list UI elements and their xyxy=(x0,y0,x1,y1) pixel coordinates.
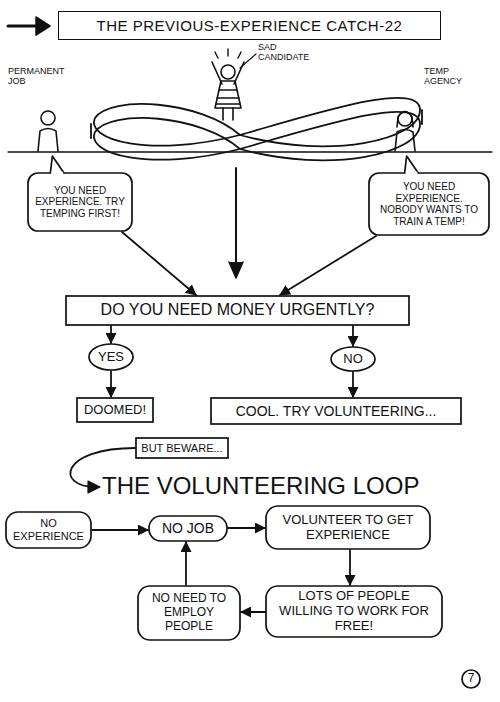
rounded-outline xyxy=(138,586,240,640)
warning-tab: BUT BEWARE... xyxy=(135,437,229,459)
rounded-outline xyxy=(6,512,91,548)
flow-arrow-head xyxy=(229,262,243,278)
oval-outline xyxy=(462,670,480,688)
candidate-dress xyxy=(215,81,241,108)
flow-arrow xyxy=(235,168,237,274)
pointer-arrow-head xyxy=(36,17,50,35)
node-text: NO NEED TO EMPLOY PEOPLE xyxy=(142,592,236,633)
bubble-tail-gap xyxy=(406,172,418,175)
flow-connector xyxy=(122,232,196,295)
node-text: BUT BEWARE... xyxy=(141,442,222,455)
rounded-outline xyxy=(266,506,430,549)
bubble-outline xyxy=(369,173,489,235)
rounded-outline xyxy=(149,516,227,541)
node-text: DO YOU NEED MONEY URGENTLY? xyxy=(101,301,375,319)
loop-step: NO NEED TO EMPLOY PEOPLE xyxy=(137,585,241,641)
flow-connector xyxy=(92,529,148,531)
section-heading: THE VOLUNTEERING LOOP xyxy=(102,472,494,500)
outcome-box: DOOMED! xyxy=(76,397,154,423)
person-body xyxy=(395,130,415,152)
loop-step: NO EXPERIENCE xyxy=(5,511,92,549)
person-hair xyxy=(397,112,413,128)
loop-step: VOLUNTEER TO GET EXPERIENCE xyxy=(265,505,431,550)
oval-outline xyxy=(331,347,375,371)
answer-oval: NO xyxy=(330,346,376,372)
figure-label: SAD CANDIDATE xyxy=(258,42,320,63)
bubble-outline xyxy=(28,173,132,231)
dress-stripes xyxy=(216,90,240,104)
rounded-outline xyxy=(266,586,442,637)
node-text: LOTS OF PEOPLE WILLING TO WORK FOR FREE! xyxy=(270,589,438,634)
node-text: NO xyxy=(343,352,363,367)
oval-outline xyxy=(89,344,133,370)
flow-connector xyxy=(352,326,354,346)
node-text: COOL. TRY VOLUNTEERING... xyxy=(236,403,437,419)
node-text: DOOMED! xyxy=(84,403,146,418)
answer-oval: YES xyxy=(88,343,134,371)
infinity-loop-edge xyxy=(94,112,420,161)
flow-connector xyxy=(280,236,376,295)
node-text: NO JOB xyxy=(162,520,214,536)
flow-connector xyxy=(352,372,354,397)
loop-step: LOTS OF PEOPLE WILLING TO WORK FOR FREE! xyxy=(265,585,443,638)
box-outline xyxy=(66,296,409,325)
title-box: THE PREVIOUS-EXPERIENCE CATCH-22 xyxy=(58,11,441,40)
loop-step: NO JOB xyxy=(148,515,228,542)
person-body xyxy=(38,129,58,152)
box-outline xyxy=(136,438,228,458)
flow-connector xyxy=(349,550,351,585)
loop-side xyxy=(91,110,422,138)
node-text: 7 xyxy=(468,672,475,686)
figure-label: TEMP AGENCY xyxy=(424,66,480,87)
bubble-tail xyxy=(405,156,419,174)
speech-bubble: YOU NEED EXPERIENCE. NOBODY WANTS TO TRA… xyxy=(368,172,490,236)
node-text: VOLUNTEER TO GET EXPERIENCE xyxy=(270,513,426,543)
flow-connector xyxy=(241,611,265,613)
flow-connector xyxy=(185,542,187,585)
candidate-legs xyxy=(223,108,233,120)
node-text: YOU NEED EXPERIENCE. NOBODY WANTS TO TRA… xyxy=(373,181,485,227)
node-text: NO EXPERIENCE xyxy=(10,517,87,542)
flow-connector xyxy=(110,371,112,397)
bubble-tail xyxy=(50,156,64,174)
person-head xyxy=(398,112,412,126)
node-text: YOU NEED EXPERIENCE. TRY TEMPING FIRST! xyxy=(32,185,128,220)
flow-connector xyxy=(228,527,265,529)
page-number: 7 xyxy=(461,669,481,689)
candidate-head xyxy=(221,65,235,79)
flow-connector xyxy=(110,326,112,343)
box-outline xyxy=(77,398,153,422)
decision-box: DO YOU NEED MONEY URGENTLY? xyxy=(65,295,410,326)
beware-arrow-head xyxy=(88,481,100,493)
outcome-box: COOL. TRY VOLUNTEERING... xyxy=(210,397,462,425)
bubble-tail-gap xyxy=(52,172,64,175)
node-text: YES xyxy=(98,350,124,365)
person-head xyxy=(41,111,55,125)
sketch xyxy=(8,17,492,493)
stress-lines xyxy=(215,49,241,58)
leader-line xyxy=(240,54,256,68)
box-outline xyxy=(211,398,461,424)
speech-bubble: YOU NEED EXPERIENCE. TRY TEMPING FIRST! xyxy=(27,172,133,232)
infinity-loop xyxy=(94,98,420,147)
figure-label: PERMANENT JOB xyxy=(8,66,74,87)
